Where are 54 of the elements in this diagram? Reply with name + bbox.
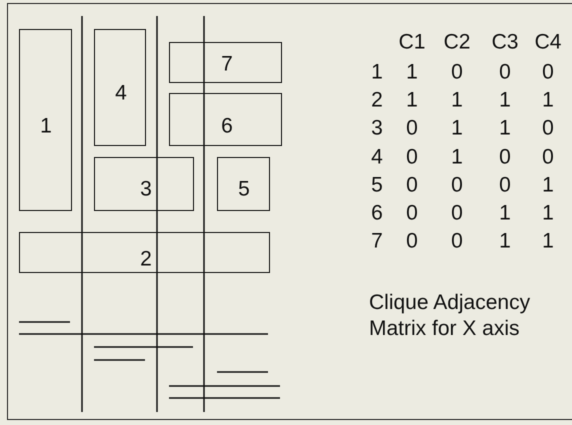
column-header: C3 (492, 32, 518, 52)
matrix-value: 1 (499, 202, 511, 224)
matrix-value: 0 (406, 174, 418, 196)
rectangle-box (19, 232, 270, 273)
matrix-value: 1 (542, 90, 554, 110)
matrix-value: 0 (406, 230, 418, 252)
box-number: 7 (221, 54, 233, 74)
column-header: C2 (444, 32, 470, 52)
box-number: 3 (140, 178, 152, 200)
row-header: 5 (371, 174, 383, 196)
box-number: 6 (221, 116, 233, 136)
box-number: 5 (238, 178, 250, 200)
matrix-value: 1 (499, 230, 511, 252)
matrix-value: 0 (451, 230, 463, 252)
matrix-value: 0 (542, 62, 554, 82)
matrix-value: 0 (499, 174, 511, 196)
matrix-value: 1 (542, 202, 554, 224)
rectangle-box (169, 93, 282, 146)
row-header: 3 (371, 118, 383, 138)
box-number: 1 (40, 116, 52, 136)
column-header: C1 (398, 32, 426, 52)
row-header: 6 (371, 202, 383, 224)
matrix-value: 1 (451, 90, 463, 110)
rectangle-box (94, 29, 146, 146)
column-header: C4 (534, 32, 562, 52)
matrix-value: 1 (451, 118, 463, 138)
matrix-value: 1 (499, 90, 511, 110)
matrix-value: 1 (542, 230, 554, 252)
rectangle-box (94, 157, 194, 211)
matrix-value: 1 (451, 146, 463, 168)
matrix-value: 0 (451, 62, 463, 82)
matrix-value: 0 (542, 118, 554, 138)
matrix-value: 0 (542, 146, 554, 168)
matrix-value: 0 (499, 146, 511, 168)
matrix-value: 0 (406, 146, 418, 168)
matrix-value: 1 (406, 90, 418, 110)
rectangle-box (19, 29, 72, 211)
matrix-value: 1 (406, 62, 418, 82)
row-header: 2 (371, 90, 383, 110)
matrix-value: 0 (406, 118, 418, 138)
row-header: 7 (371, 230, 383, 252)
matrix-value: 1 (542, 174, 554, 196)
caption: Clique Adjacency Matrix for X axis (369, 290, 532, 342)
matrix-value: 0 (499, 62, 511, 82)
rectangle-box (217, 157, 270, 211)
matrix-value: 1 (499, 118, 511, 138)
rectangle-box (169, 42, 282, 83)
box-number: 2 (140, 248, 152, 270)
box-number: 4 (115, 82, 127, 104)
row-header: 4 (371, 146, 383, 168)
row-header: 1 (371, 62, 383, 82)
matrix-value: 0 (406, 202, 418, 224)
matrix-value: 0 (451, 202, 463, 224)
matrix-value: 0 (451, 174, 463, 196)
